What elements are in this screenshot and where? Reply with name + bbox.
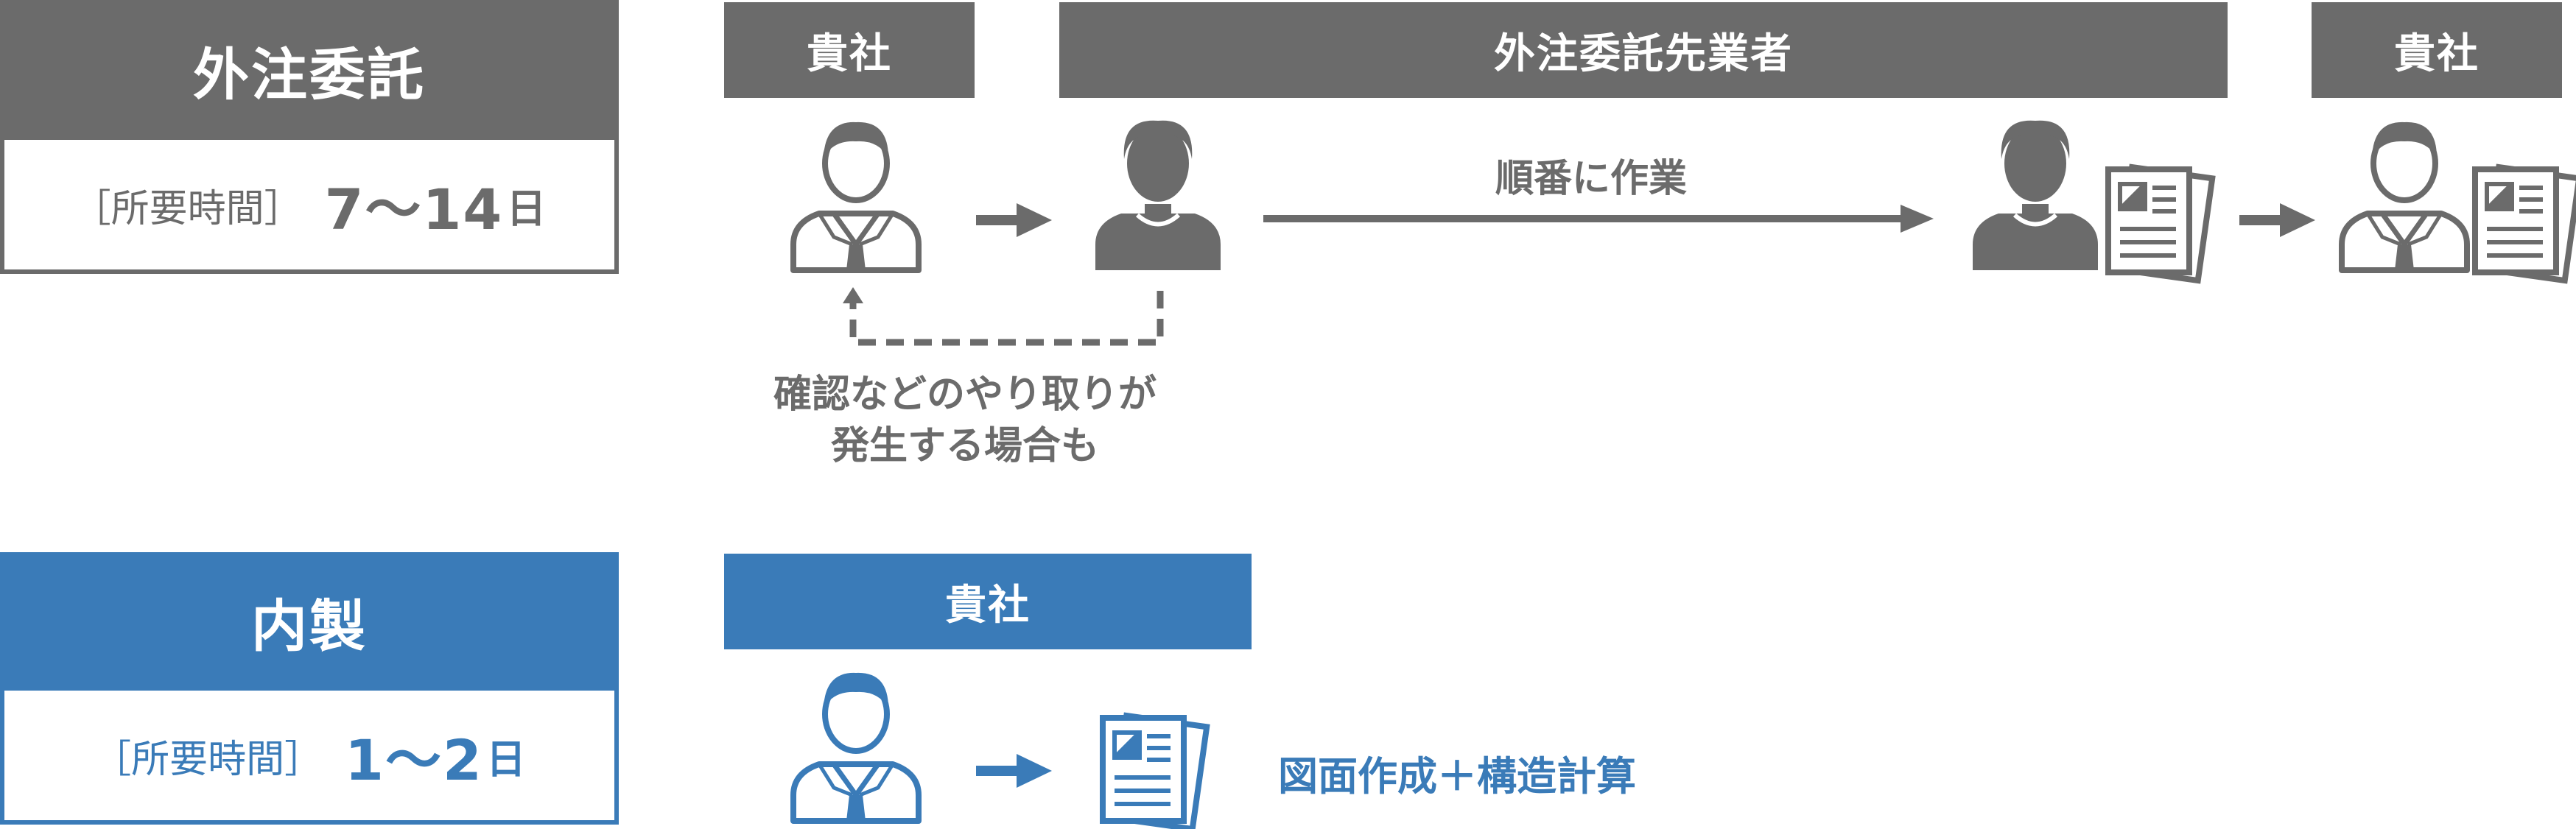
exchange-note-line2: 発生する場合も	[830, 424, 1099, 468]
client-person-icon	[793, 122, 919, 270]
inhouse-time-range: 1〜2	[345, 727, 483, 793]
sequential-work-arrow-icon	[1263, 205, 1934, 233]
work-sequence-label: 順番に作業	[1495, 157, 1687, 201]
inhouse-client-person-icon	[793, 673, 919, 821]
inhouse-document-stack-icon	[1103, 716, 1207, 829]
outsourcing-title: 外注委託	[0, 0, 619, 140]
exchange-note-line1: 確認などのやり取りが	[773, 373, 1157, 417]
arrow-right-icon	[2239, 203, 2315, 237]
header-client-right-text: 貴社	[2394, 29, 2480, 78]
inhouse-header-client: 貴社	[724, 554, 1252, 649]
outsourcing-title-text: 外注委託	[193, 42, 426, 107]
header-client-left: 貴社	[724, 2, 975, 98]
inhouse-time-unit: 日	[485, 735, 526, 783]
document-stack-icon	[2108, 167, 2212, 281]
contractor-person-icon	[1095, 121, 1221, 270]
header-client-right: 貴社	[2312, 2, 2562, 98]
header-contractor-text: 外注委託先業者	[1494, 29, 1793, 78]
outsourcing-time-label: ［所要時間］	[72, 186, 303, 231]
inhouse-title: 内製	[0, 552, 619, 691]
inhouse-title-text: 内製	[251, 593, 368, 659]
inhouse-result-label: 図面作成＋構造計算	[1278, 753, 1636, 800]
outsourcing-time-unit: 日	[506, 185, 547, 232]
outsourcing-time-range: 7〜14	[324, 177, 504, 242]
inhouse-header-client-text: 貴社	[945, 581, 1031, 629]
contractor-person-with-docs-icon	[1973, 121, 2098, 270]
client-person-with-docs-icon	[2342, 122, 2467, 270]
inhouse-time-label: ［所要時間］	[93, 737, 323, 782]
inhouse-time-box: ［所要時間］ 1〜2 日	[0, 691, 619, 825]
outsourcing-time-box: ［所要時間］ 7〜14 日	[0, 140, 619, 274]
document-stack-icon	[2475, 167, 2576, 281]
inhouse-arrow-right-icon	[976, 754, 1052, 788]
header-client-left-text: 貴社	[807, 29, 892, 78]
feedback-loop-dashed-arrow	[843, 287, 1164, 346]
header-contractor: 外注委託先業者	[1059, 2, 2228, 98]
arrow-right-icon	[976, 203, 1052, 237]
